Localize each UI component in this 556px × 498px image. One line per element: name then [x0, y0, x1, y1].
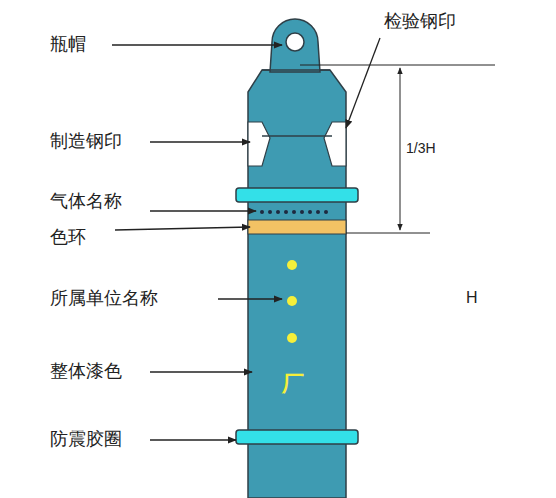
dimension-label: 1/3H	[406, 140, 436, 157]
owner-dots	[287, 260, 297, 343]
leader-lines	[112, 38, 380, 440]
owner-mark: 厂	[282, 371, 304, 397]
manufacture-stamp	[248, 122, 270, 166]
rubber-ring	[236, 430, 358, 444]
part-label: 色环	[50, 227, 86, 249]
part-label: 制造钢印	[50, 131, 122, 153]
part-label: 防震胶圈	[50, 429, 122, 451]
rubber-ring	[236, 188, 358, 202]
inspection-stamp	[324, 122, 346, 166]
part-label: 瓶帽	[50, 34, 86, 56]
part-label: 整体漆色	[50, 361, 122, 383]
color-band	[248, 220, 346, 234]
part-label: 检验钢印	[384, 11, 456, 33]
dimension-label: H	[466, 288, 478, 307]
part-label: 所属单位名称	[50, 288, 158, 310]
dimension-line	[400, 68, 401, 230]
part-label: 气体名称	[50, 191, 122, 213]
cap-hole	[286, 33, 304, 51]
gas-name-dots	[260, 210, 328, 214]
